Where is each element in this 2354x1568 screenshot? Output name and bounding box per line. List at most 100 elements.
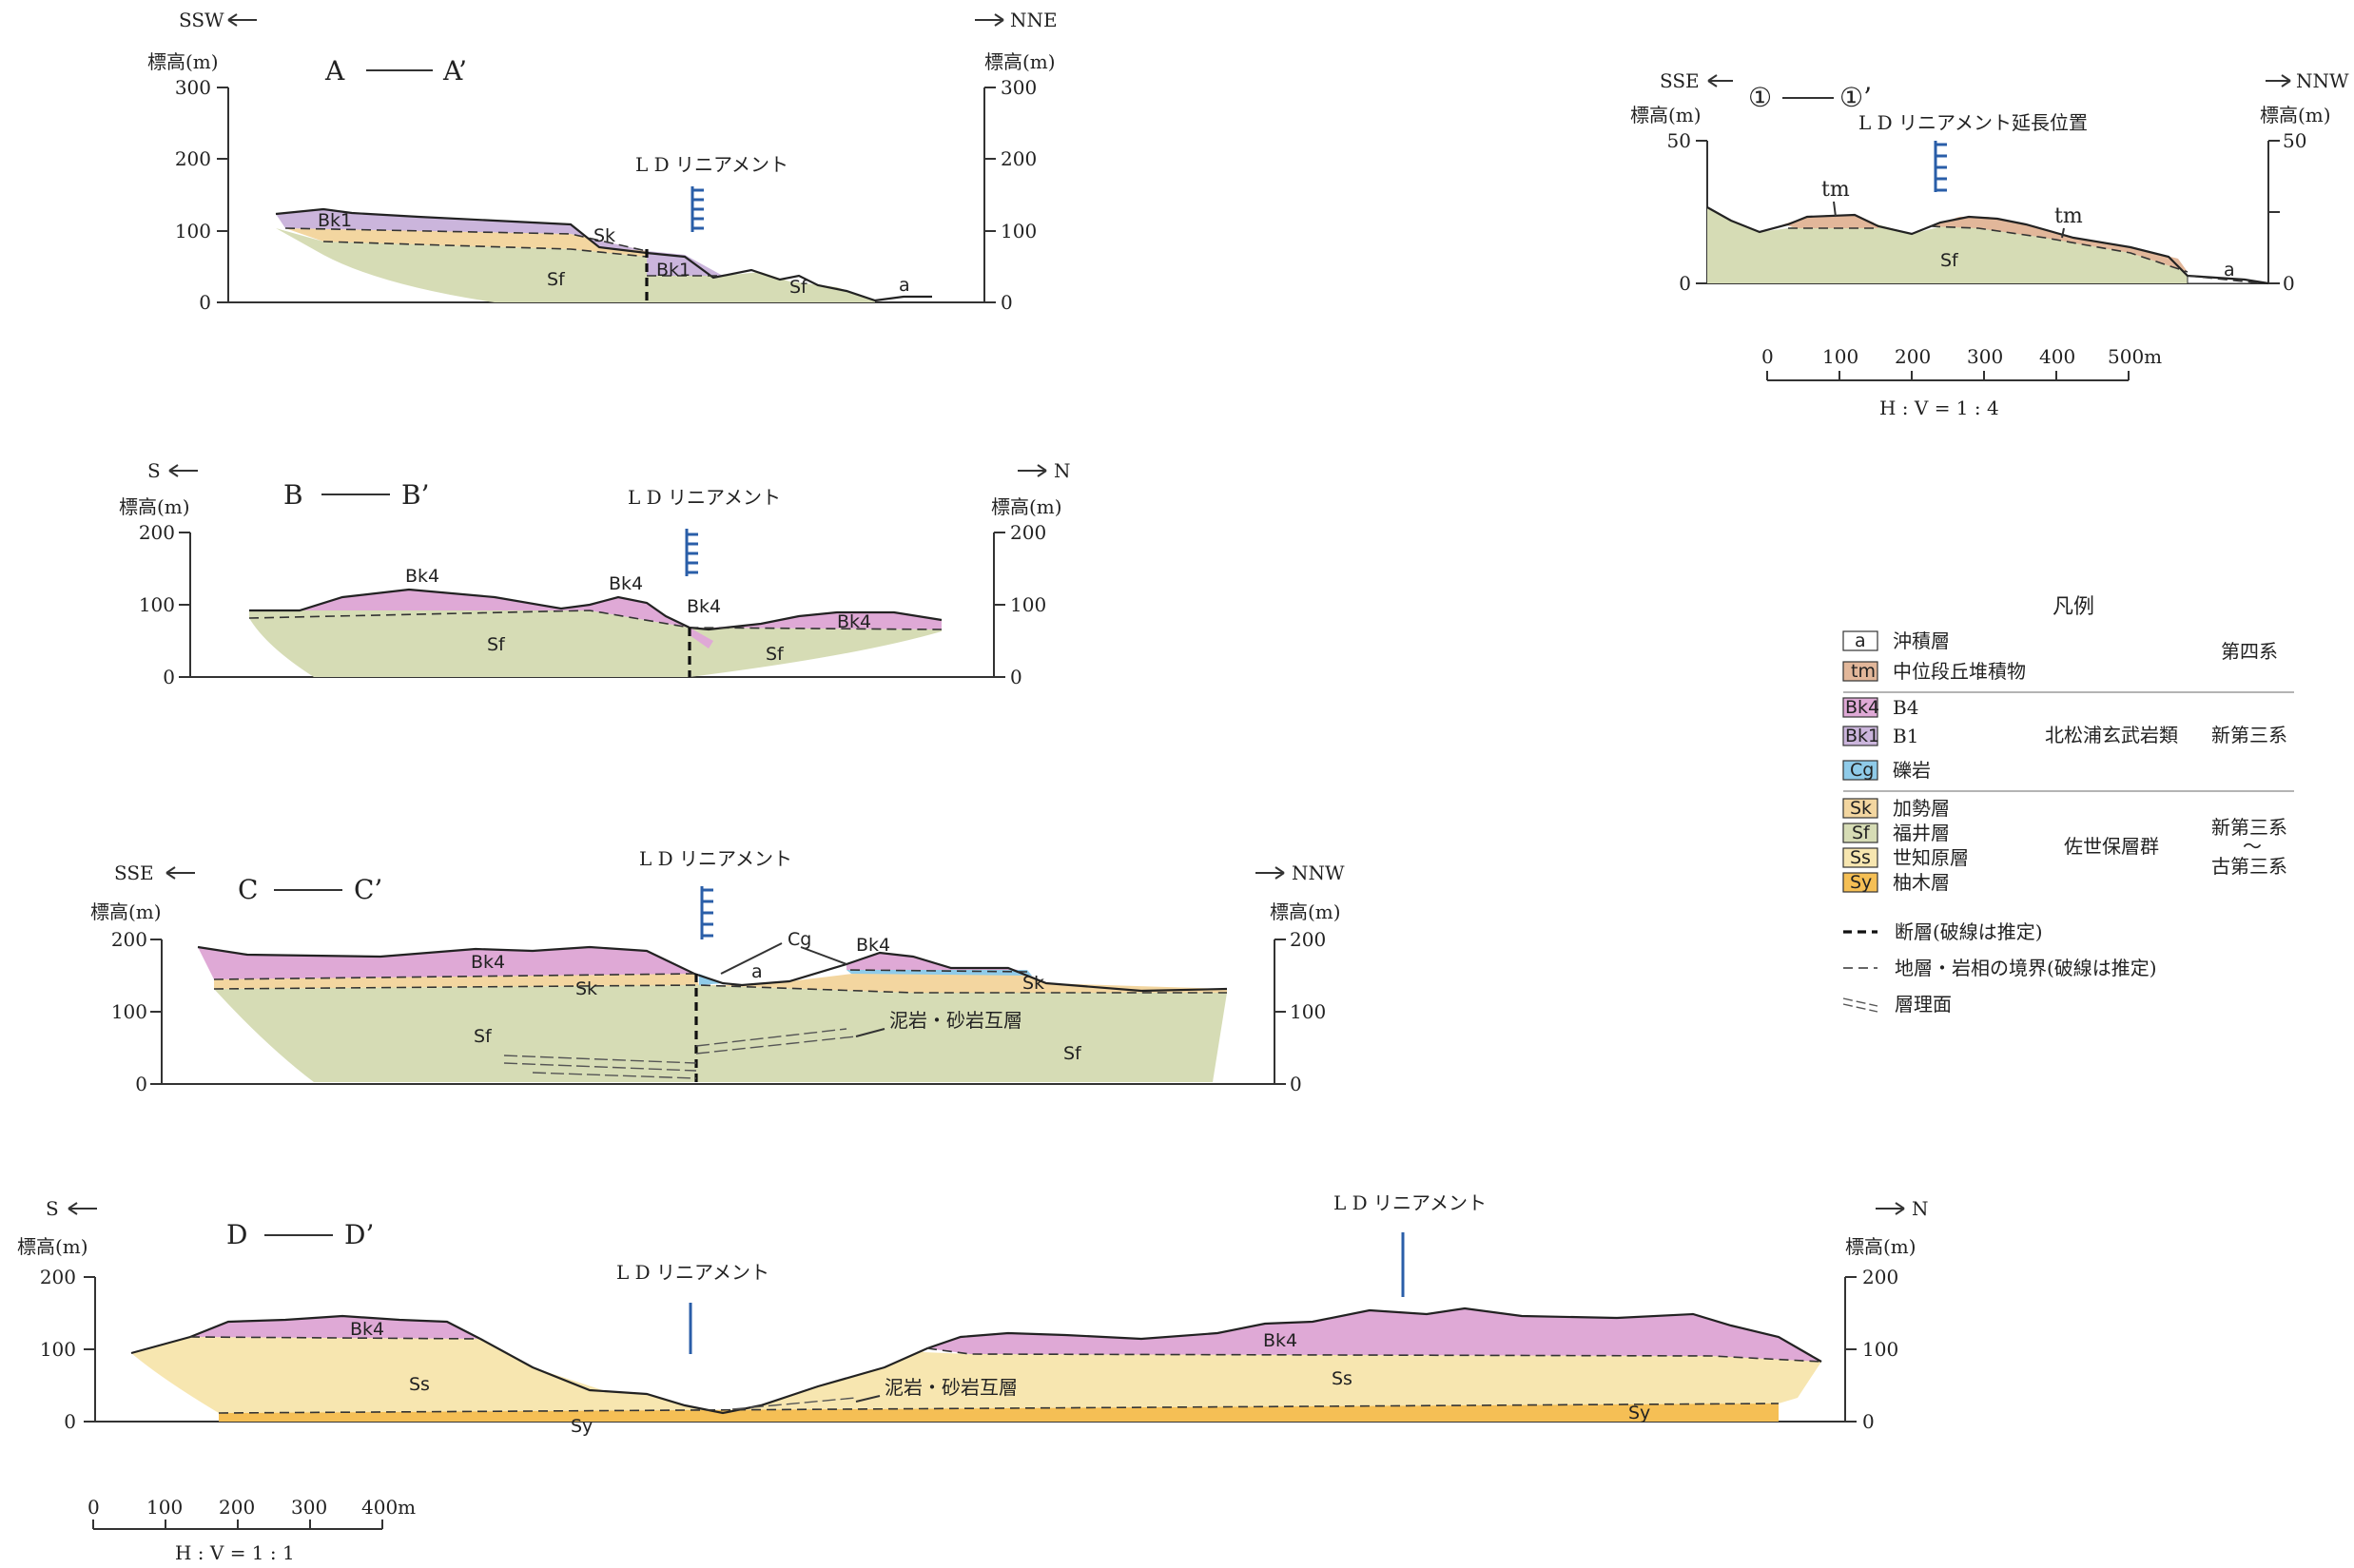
label-sf-e: Sf bbox=[1940, 250, 1959, 271]
label-bk4-right-d: Bk4 bbox=[1263, 1330, 1297, 1351]
scale-2-tick-300: 300 bbox=[291, 1496, 327, 1519]
tick-a-0-r: 0 bbox=[1001, 291, 1013, 314]
label-sy-left-d: Sy bbox=[571, 1416, 593, 1437]
dir-right-e: NNW bbox=[2296, 69, 2349, 92]
axis-label-right-c: 標高(m) bbox=[1270, 900, 1341, 923]
arrow-left-icon bbox=[1707, 74, 1733, 87]
leader-mud-d bbox=[855, 1395, 881, 1403]
axis-label-left-b: 標高(m) bbox=[119, 495, 190, 518]
label-ss-left-d: Ss bbox=[409, 1374, 430, 1395]
scale-1-tick-500: 500m bbox=[2108, 345, 2162, 368]
section-d: S N 標高(m) 標高(m) D D’ 200 100 0 200 100 0… bbox=[17, 1191, 1929, 1437]
unit-sk-left-c bbox=[214, 974, 699, 989]
bedding-c bbox=[503, 1028, 857, 1079]
label-bk4-1-b: Bk4 bbox=[405, 566, 439, 587]
swatch-sk bbox=[1842, 798, 1878, 819]
scale-bar-1: 0 100 200 300 400 500m H : V = 1 : 4 bbox=[1761, 345, 2162, 419]
scale-1-tick-300: 300 bbox=[1967, 345, 2003, 368]
axis-label-left-e: 標高(m) bbox=[1630, 104, 1702, 126]
tick-a-300: 300 bbox=[175, 76, 211, 99]
lineament-marker-c bbox=[700, 886, 713, 939]
arrow-right-icon bbox=[2266, 74, 2291, 87]
scale-bar-2: 0 100 200 300 400m H : V = 1 : 1 bbox=[88, 1496, 416, 1564]
legend-name-tm: 中位段丘堆積物 bbox=[1893, 660, 2026, 683]
legend-name-bk1: B1 bbox=[1893, 725, 1918, 747]
swatch-bk1 bbox=[1842, 726, 1878, 746]
label-bk4-right-c: Bk4 bbox=[856, 935, 890, 956]
tick-b-0: 0 bbox=[163, 666, 175, 688]
title-right-c: C’ bbox=[354, 874, 382, 905]
tick-c-100: 100 bbox=[111, 1000, 147, 1023]
label-sk-a: Sk bbox=[593, 225, 615, 246]
unit-bk4-left-d bbox=[190, 1316, 480, 1339]
tick-a-300-r: 300 bbox=[1001, 76, 1037, 99]
section-c: SSE NNW 標高(m) 標高(m) C C’ 200 100 0 200 1… bbox=[90, 847, 1345, 1095]
legend-boundary: 地層・岩相の境界(破線は推定) bbox=[1895, 957, 2157, 979]
label-ss-right-d: Ss bbox=[1332, 1368, 1352, 1389]
label-bk4-left-c: Bk4 bbox=[471, 952, 505, 973]
lineament-label-a: L D リニアメント bbox=[635, 153, 788, 176]
swatch-sf bbox=[1842, 823, 1878, 843]
surface-e bbox=[1706, 206, 2269, 285]
label-a-e: a bbox=[2224, 260, 2235, 281]
y-axis-right-c bbox=[1274, 939, 1286, 1085]
tick-e-50: 50 bbox=[1667, 129, 1691, 152]
swatch-code-sy: Sy bbox=[1850, 872, 1872, 893]
dir-right-b: N bbox=[1054, 459, 1071, 482]
swatch-code-bk1: Bk1 bbox=[1845, 726, 1879, 746]
scale-2-tick-200: 200 bbox=[219, 1496, 255, 1519]
swatch-code-cg: Cg bbox=[1850, 760, 1874, 781]
lineament-marker-e bbox=[1934, 141, 1947, 192]
title-left-d: D bbox=[226, 1219, 247, 1250]
unit-cg-c bbox=[699, 970, 1032, 985]
surface-a bbox=[275, 207, 932, 302]
unit-bk4-left-c bbox=[198, 947, 694, 979]
label-sf-right-b: Sf bbox=[766, 644, 785, 665]
legend-bedding-line bbox=[1842, 997, 1878, 1013]
tick-a-100: 100 bbox=[175, 220, 211, 242]
scale-1-tick-100: 100 bbox=[1822, 345, 1858, 368]
tick-e-0: 0 bbox=[1679, 272, 1691, 295]
scale-1-tick-400: 400 bbox=[2039, 345, 2075, 368]
y-axis-right-b bbox=[993, 532, 1005, 678]
title-right-e: ①’ bbox=[1839, 82, 1872, 113]
dir-right-c: NNW bbox=[1292, 861, 1345, 884]
tick-c-200-r: 200 bbox=[1290, 928, 1326, 951]
scale-2-bar bbox=[92, 1520, 383, 1530]
axis-label-right-d: 標高(m) bbox=[1845, 1235, 1916, 1258]
scale-1-tick-200: 200 bbox=[1895, 345, 1931, 368]
legend-group-neogene-2: 新第三系 bbox=[2211, 816, 2287, 839]
tick-d-0-r: 0 bbox=[1862, 1410, 1875, 1433]
label-bk4-2-b: Bk4 bbox=[609, 573, 643, 594]
arrow-right-icon bbox=[1255, 866, 1285, 880]
tick-e-0-r: 0 bbox=[2283, 272, 2295, 295]
legend-name-cg: 礫岩 bbox=[1893, 759, 1931, 782]
swatch-bk4 bbox=[1842, 697, 1878, 718]
section-b: S N 標高(m) 標高(m) B B’ 200 100 0 200 100 0… bbox=[119, 459, 1071, 688]
lineament-label-d-1: L D リニアメント bbox=[616, 1261, 769, 1284]
label-bk4-left-d: Bk4 bbox=[350, 1319, 384, 1340]
tick-a-0: 0 bbox=[199, 291, 211, 314]
label-mud-c: 泥岩・砂岩互層 bbox=[889, 1009, 1022, 1032]
label-sy-right-d: Sy bbox=[1628, 1403, 1650, 1423]
unit-sf-c bbox=[214, 985, 1227, 1082]
y-axis-left-b bbox=[179, 532, 191, 678]
leader-mud-c bbox=[855, 1028, 885, 1037]
tick-a-100-r: 100 bbox=[1001, 220, 1037, 242]
section-e: SSE NNW 標高(m) 標高(m) ① ①’ L D リニアメント延長位置 … bbox=[1630, 69, 2349, 295]
label-sf-left-c: Sf bbox=[474, 1026, 493, 1047]
arrow-right-icon bbox=[975, 13, 1004, 27]
arrow-left-icon bbox=[227, 13, 257, 27]
y-axis-right-e bbox=[2267, 140, 2280, 284]
legend-name-ss: 世知原層 bbox=[1893, 846, 1969, 869]
leader-tm-2 bbox=[2061, 227, 2065, 239]
unit-sy-d bbox=[219, 1403, 1779, 1422]
lineament-label-c: L D リニアメント bbox=[639, 847, 792, 870]
boundary-e bbox=[1788, 225, 2265, 284]
label-mud-d: 泥岩・砂岩互層 bbox=[885, 1376, 1018, 1399]
unit-sf-left-a bbox=[276, 228, 647, 302]
title-right-b: B’ bbox=[401, 479, 429, 511]
dir-left-e: SSE bbox=[1660, 69, 1700, 92]
tick-d-100: 100 bbox=[40, 1338, 76, 1361]
tick-b-100: 100 bbox=[139, 593, 175, 616]
